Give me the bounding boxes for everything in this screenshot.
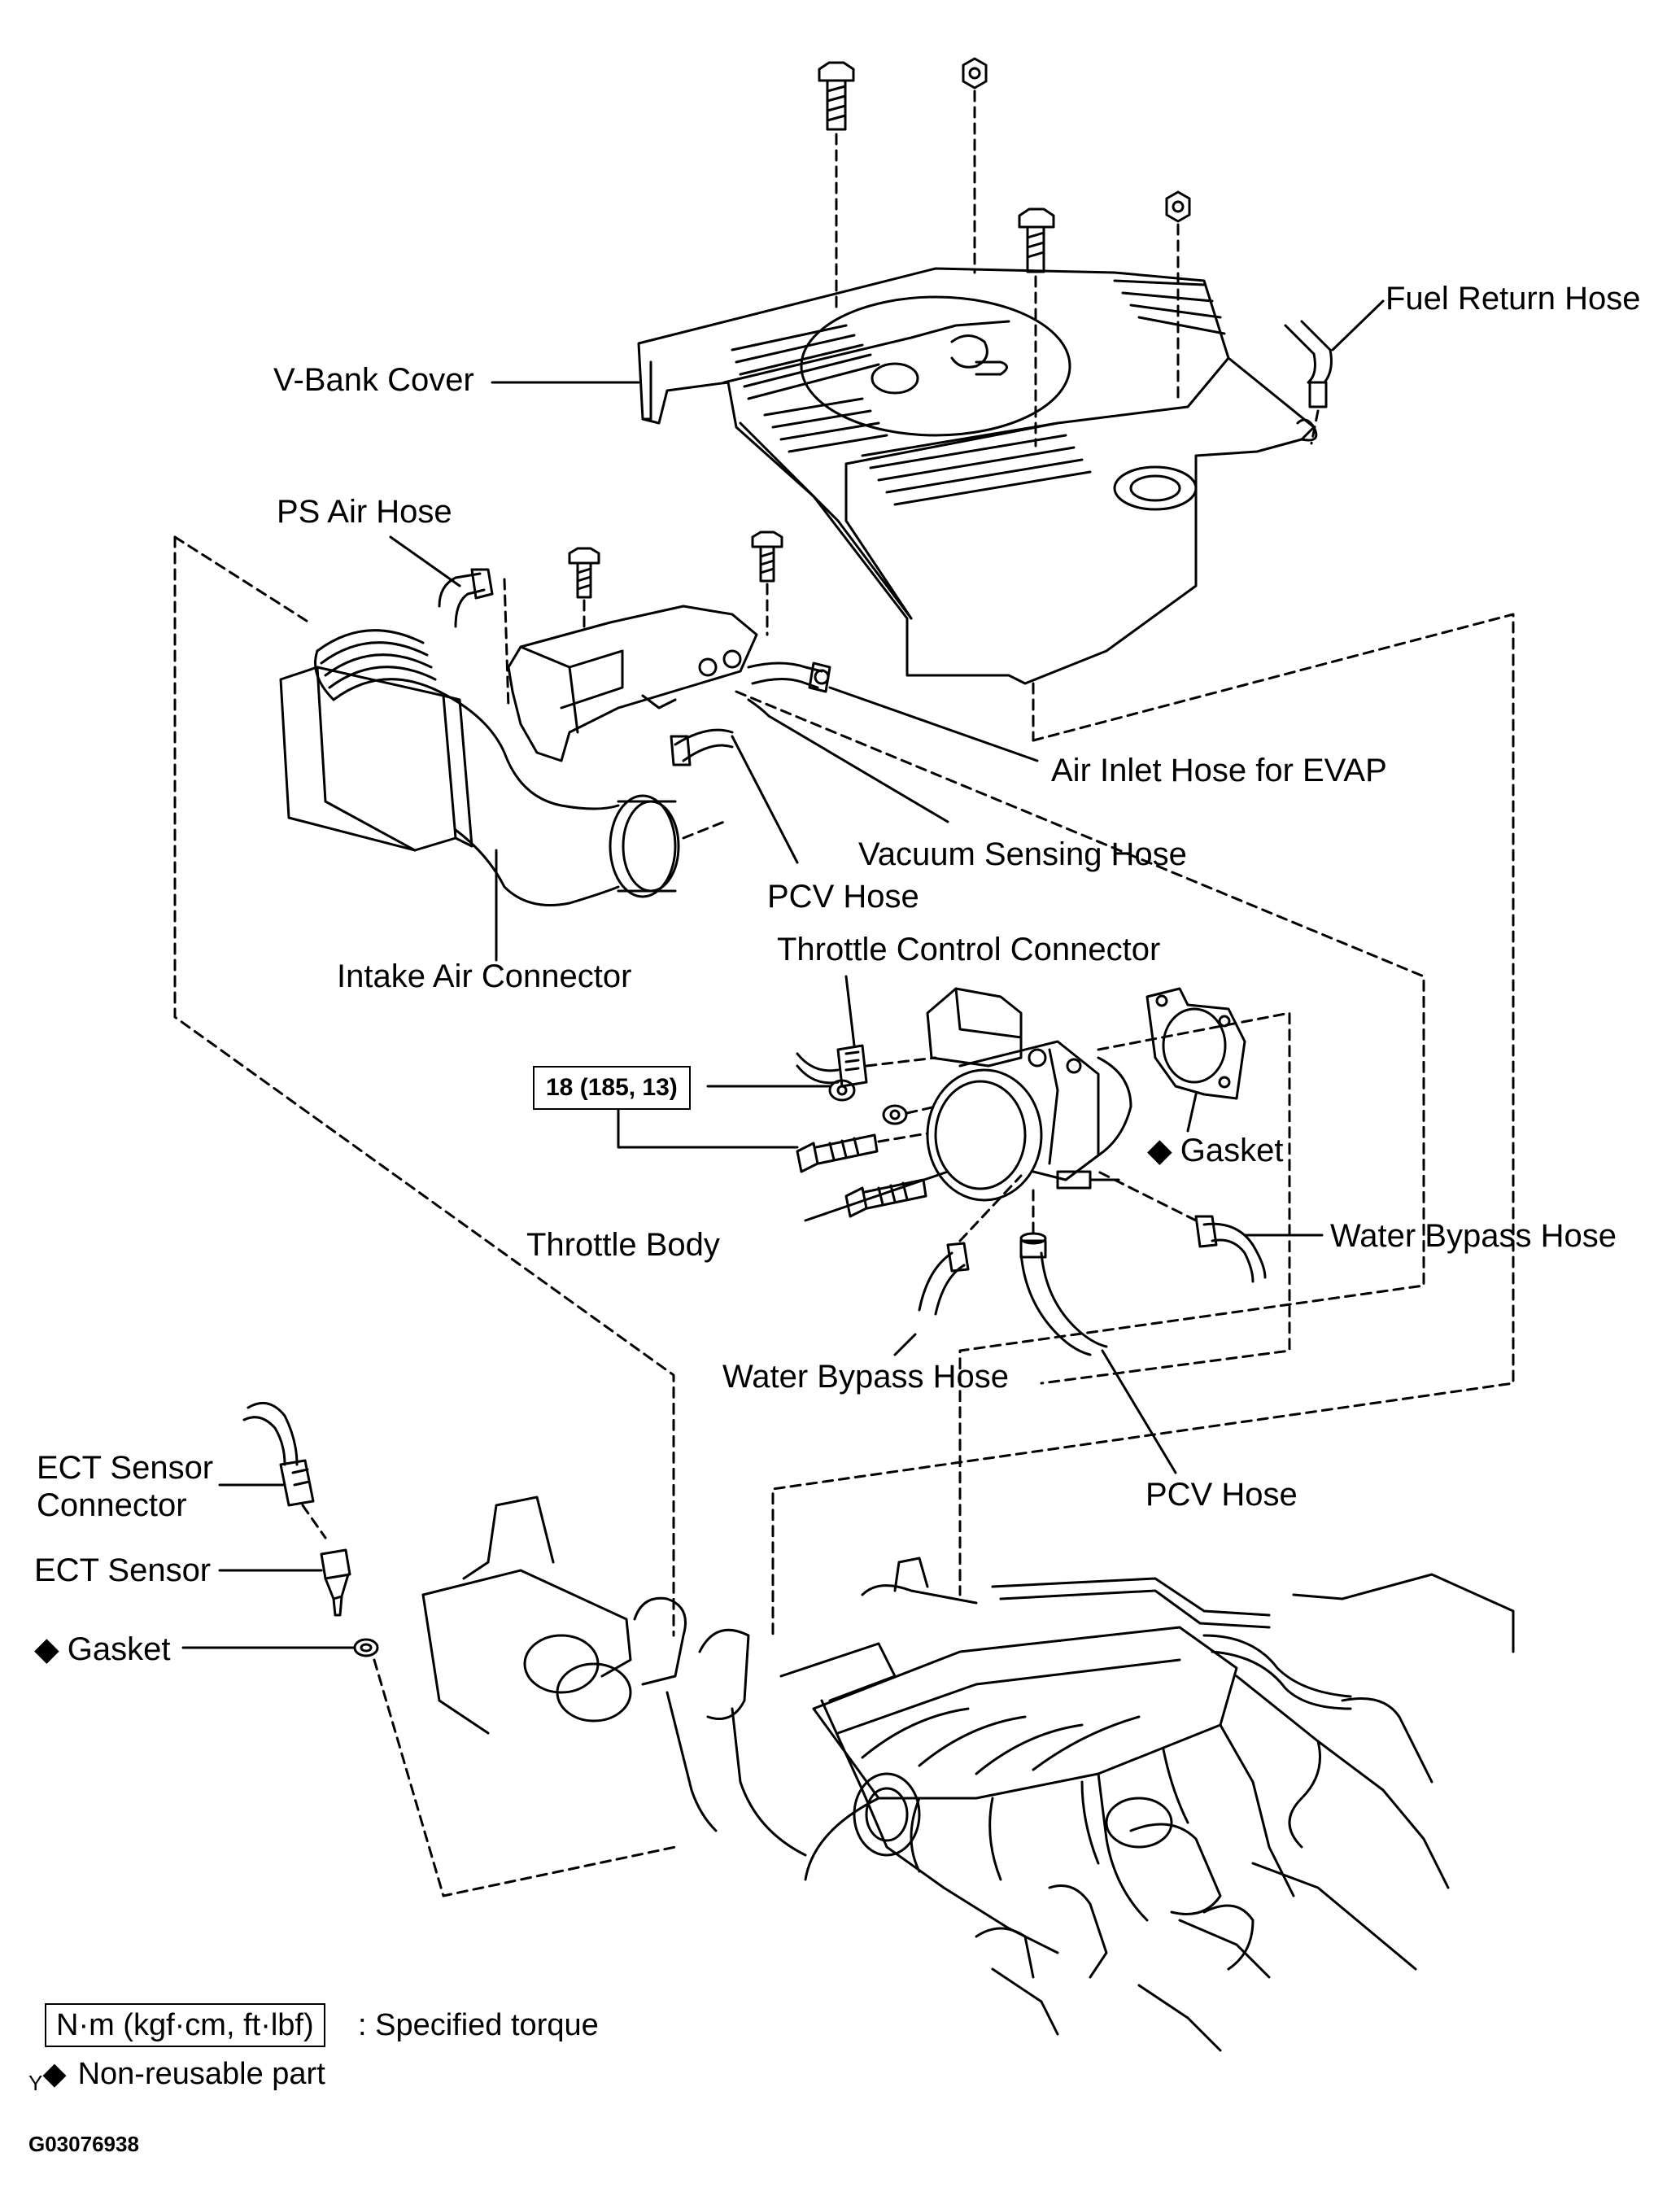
figure-code: G03076938 [28, 2132, 139, 2156]
dashed-guide-center [771, 613, 1515, 1637]
v-bank-cover-bolt-2 [1018, 207, 1055, 448]
throttle-body-bolt-1 [796, 1132, 929, 1173]
throttle-control-connector [796, 1044, 937, 1088]
leader-water-bypass-hose-center [893, 1333, 917, 1356]
ps-air-hose [438, 568, 510, 710]
leader-throttle-control-connector [844, 975, 856, 1047]
legend-torque-unit: N·m (kgf·cm, ft·lbf) [45, 2003, 325, 2047]
air-intake-bracket [507, 605, 758, 762]
label-ect-sensor: ECT Sensor [34, 1552, 212, 1588]
label-throttle-control-connector: Throttle Control Connector [777, 932, 1161, 967]
legend-nonreusable-meaning: Non-reusable part [77, 2057, 325, 2091]
label-pcv-hose-lower: PCV Hose [1145, 1477, 1298, 1513]
throttle-body-nut-1 [828, 1079, 856, 1102]
leader-air-inlet-hose-evap [828, 686, 1039, 762]
gasket-ect [353, 1638, 379, 1657]
engine-assembly [421, 1496, 1515, 2052]
intake-air-connector [279, 629, 726, 906]
dashed-ect-outline [373, 1658, 677, 1897]
label-ect-sensor-connector-line1: ECT Sensor [37, 1450, 214, 1486]
label-vacuum-sensing-hose: Vacuum Sensing Hose [858, 836, 1187, 872]
dashed-guide-right [735, 690, 1425, 1596]
label-intake-air-connector: Intake Air Connector [337, 958, 632, 994]
pcv-hose-upper [670, 728, 734, 766]
v-bank-cover-bolt-1 [818, 61, 855, 315]
leader-vacuum-sensing-hose [767, 714, 949, 823]
label-air-inlet-hose-evap: Air Inlet Hose for EVAP [1051, 753, 1387, 788]
label-gasket-ect-text: Gasket [67, 1631, 171, 1667]
leader-gasket-throttle [1186, 1093, 1198, 1133]
v-bank-cover-nut-2 [1165, 190, 1191, 404]
label-gasket-throttle: ◆Gasket [1147, 1133, 1283, 1168]
label-fuel-return-hose: Fuel Return Hose [1385, 281, 1641, 317]
bracket-bolt-2 [751, 531, 783, 636]
legend-nonreusable-prefix: Y [28, 2071, 43, 2095]
leader-pcv-hose-upper [731, 735, 799, 864]
ect-sensor [320, 1548, 351, 1617]
label-water-bypass-hose-right: Water Bypass Hose [1330, 1218, 1617, 1254]
non-reusable-marker: ◆ [34, 1631, 59, 1667]
air-inlet-hose-evap [747, 662, 831, 693]
ect-sensor-connector [242, 1401, 327, 1539]
dashed-outline-top-left [173, 535, 311, 624]
leader-ps-air-hose [389, 535, 461, 587]
label-ps-air-hose: PS Air Hose [277, 494, 452, 530]
water-bypass-hose-center [918, 1174, 1023, 1316]
v-bank-cover [637, 267, 1318, 742]
water-bypass-hose-right [1097, 1170, 1267, 1283]
label-pcv-hose-upper: PCV Hose [767, 879, 919, 915]
torque-spec-box: 18 (185, 13) [533, 1066, 691, 1110]
dashed-outline-left [173, 535, 675, 1637]
throttle-body-nut-2 [882, 1104, 937, 1125]
label-throttle-body: Throttle Body [526, 1227, 720, 1263]
vacuum-sensing-hose [747, 698, 770, 718]
legend-nonreusable-symbol: ◆ [42, 2057, 67, 2091]
label-water-bypass-hose-center: Water Bypass Hose [722, 1359, 1009, 1395]
dashed-gasket [1040, 1011, 1291, 1385]
label-gasket-throttle-text: Gasket [1180, 1133, 1284, 1168]
throttle-body-bolt-2 [844, 1178, 927, 1218]
fuel-return-hose [1284, 320, 1333, 445]
non-reusable-marker: ◆ [1147, 1133, 1172, 1168]
leader-torque-spec-bolt [617, 1107, 799, 1149]
label-v-bank-cover: V-Bank Cover [273, 362, 474, 398]
leader-pcv-hose-lower [1101, 1349, 1177, 1474]
v-bank-cover-nut-1 [962, 57, 988, 274]
label-gasket-ect: ◆Gasket [34, 1631, 170, 1667]
legend-torque-meaning: : Specified torque [358, 2008, 599, 2042]
leader-fuel-return-hose [1331, 299, 1385, 352]
legend-nonreusable: Y◆ Non-reusable part [28, 2057, 325, 2100]
pcv-hose-lower [1019, 1186, 1108, 1356]
label-ect-sensor-connector-line2: Connector [37, 1487, 187, 1523]
throttle-body [926, 987, 1132, 1202]
gasket-throttle [1145, 987, 1246, 1100]
bracket-bolt-1 [568, 547, 600, 628]
